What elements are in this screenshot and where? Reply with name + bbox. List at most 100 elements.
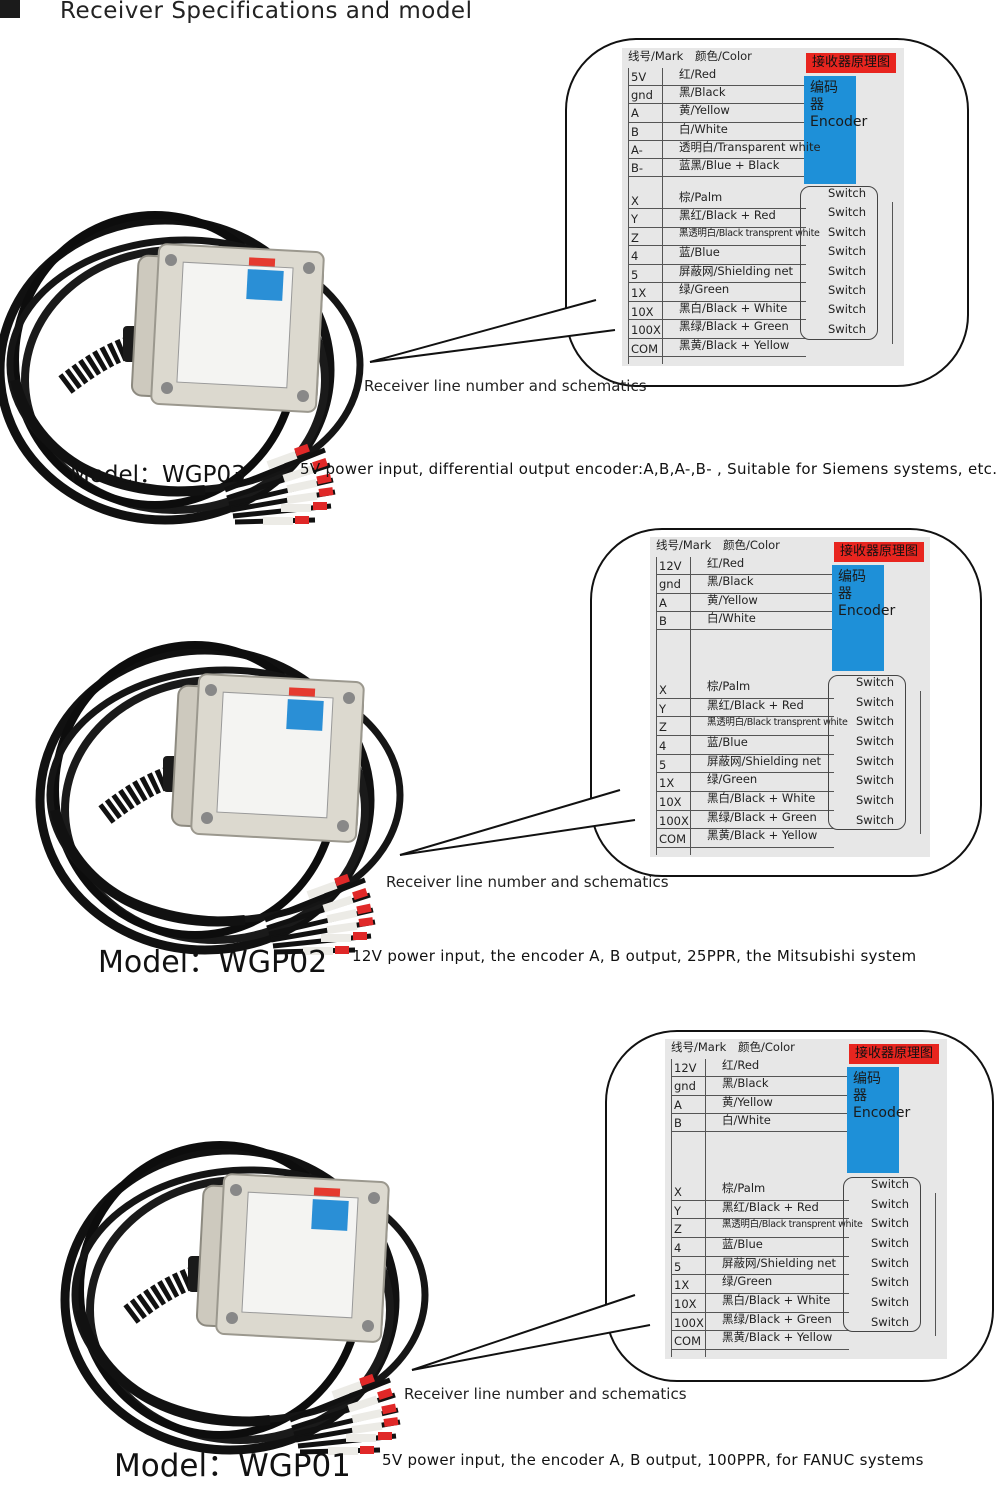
wire-color: 黑/Black [722, 1076, 769, 1091]
wire-color: 屏蔽网/Shielding net [679, 263, 794, 278]
mark-column-left-edge [628, 68, 629, 364]
mark-column-left-edge [656, 557, 657, 855]
switch-label: Switch [856, 714, 895, 729]
wire-line [628, 245, 806, 247]
wire-color: 黄/Yellow [679, 103, 730, 118]
wire-line [628, 121, 804, 123]
wire-terminal-icon [289, 1373, 401, 1455]
wire-color: 蓝/Blue [707, 735, 748, 749]
wire-mark: 12V [659, 559, 682, 573]
wire-color: 透明白/Transparent white [679, 139, 821, 154]
header-bullet [0, 0, 20, 18]
wire-line [628, 263, 806, 265]
common-bus-line [892, 202, 893, 344]
wire-color: 红/Red [722, 1058, 760, 1072]
switch-label: Switch [828, 263, 867, 278]
wire-line [628, 226, 806, 228]
wire-terminal-icon [264, 873, 376, 955]
schematic-caption: Receiver line number and schematics [386, 873, 669, 891]
switch-label: Switch [856, 812, 895, 827]
wire-color: 屏蔽网/Shielding net [707, 753, 822, 768]
wire-color: 黑透明白/Black transprent white [722, 1219, 863, 1231]
schematic-title-badge: 接收器原理图 [806, 53, 897, 73]
wire-mark: A [659, 595, 667, 610]
encoder-label-en: Encoder [853, 1105, 911, 1121]
switch-label: Switch [871, 1314, 910, 1329]
wire-mark: gnd [674, 1079, 696, 1094]
wire-line [628, 282, 806, 284]
wire-mark: 12V [674, 1061, 697, 1075]
wire-line [671, 1218, 849, 1220]
wire-line [628, 103, 804, 105]
wire-line [628, 176, 804, 178]
switch-label: Switch [828, 205, 867, 220]
switch-label: Switch [828, 302, 867, 317]
wire-line [671, 1330, 849, 1332]
cable-coil-icon [0, 211, 364, 525]
wire-mark: Z [674, 1222, 682, 1237]
wire-line [671, 1131, 847, 1133]
wire-color: 蓝黑/Blue + Black [679, 158, 780, 172]
wire-mark: Z [659, 720, 667, 735]
common-bus-line [920, 691, 921, 835]
wire-color: 白/White [707, 610, 756, 625]
encoder-label-cn: 编码器 [853, 1071, 881, 1104]
switch-label: Switch [871, 1275, 910, 1290]
wire-mark: X [631, 194, 639, 208]
wire-mark: 100X [674, 1315, 704, 1330]
switch-group-box [828, 675, 906, 831]
wire-mark: X [674, 1185, 682, 1199]
wire-line [671, 1274, 849, 1276]
wire-color: 绿/Green [722, 1274, 773, 1289]
switch-label: Switch [871, 1216, 910, 1231]
wire-mark: A [674, 1097, 682, 1112]
wire-mark: 1X [659, 776, 675, 791]
schematic-title-badge: 接收器原理图 [849, 1044, 940, 1064]
schematic-header-mark: 线号/Mark [671, 1040, 727, 1054]
wire-mark: 1X [631, 286, 647, 301]
switch-group-box [800, 186, 878, 340]
wire-mark: A [631, 106, 639, 121]
model-label: Model：WGP01 [114, 1448, 351, 1484]
wire-color: 黑透明白/Black transprent white [679, 227, 820, 239]
mark-column-divider [662, 68, 663, 364]
schematic-caption: Receiver line number and schematics [404, 1385, 687, 1403]
wire-line [628, 85, 804, 87]
wire-line [671, 1311, 849, 1313]
encoder-label-cn: 编码器 [838, 569, 866, 602]
wire-color: 白/White [679, 121, 728, 136]
receiver-box-icon [130, 243, 325, 413]
wire-mark: B- [631, 161, 644, 175]
wire-mark: 5V [631, 70, 647, 84]
wire-mark: 1X [674, 1278, 690, 1293]
wire-color: 绿/Green [679, 282, 730, 297]
wire-mark: 5 [631, 267, 639, 282]
receiver-box-icon [170, 673, 365, 843]
switch-label: Switch [856, 733, 895, 748]
wire-color: 棕/Palm [707, 679, 751, 693]
switch-group-box [843, 1177, 921, 1333]
wire-color: 黑黄/Black + Yellow [707, 828, 818, 843]
wire-line [628, 208, 806, 210]
wire-mark: 4 [659, 739, 667, 753]
wire-line [671, 1076, 847, 1078]
switch-label: Switch [871, 1294, 910, 1309]
wire-line [671, 1237, 849, 1238]
wire-mark: Y [659, 701, 667, 716]
wire-mark: 100X [659, 813, 689, 828]
wire-mark: 5 [674, 1259, 682, 1274]
wire-line [656, 791, 834, 792]
switch-label: Switch [856, 675, 895, 689]
wire-terminal-icon [224, 443, 336, 525]
wire-mark: 100X [631, 323, 661, 338]
wire-color: 黑绿/Black + Green [679, 319, 789, 334]
wire-color: 绿/Green [707, 772, 758, 787]
wire-color: 黑绿/Black + Green [722, 1311, 832, 1326]
schematic-caption: Receiver line number and schematics [364, 377, 647, 395]
mark-column-divider [705, 1059, 706, 1357]
wire-mark: Z [631, 230, 639, 245]
wire-color: 蓝/Blue [679, 245, 720, 260]
receiver-product-photo [0, 211, 364, 525]
